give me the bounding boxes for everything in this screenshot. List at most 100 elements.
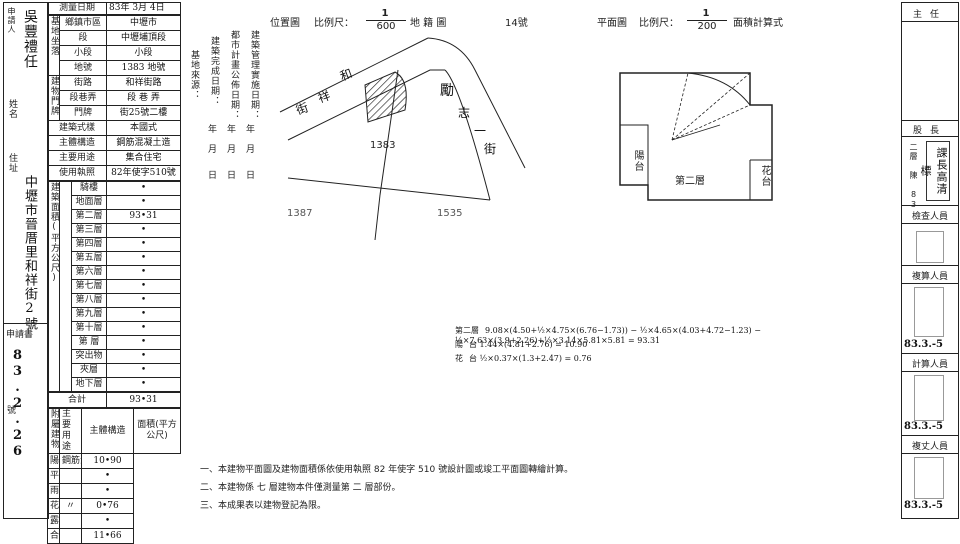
annex-value: 11•66 <box>81 528 134 544</box>
floor-value: • <box>106 335 181 350</box>
applicant-label: 申請人 <box>7 7 16 34</box>
floor-label: 第三層 <box>71 223 107 238</box>
floor-value: • <box>106 237 181 252</box>
floor-label: 騎樓 <box>71 181 107 196</box>
ymd-month: 月月月 <box>208 145 256 155</box>
floor-label: 第八層 <box>71 293 107 308</box>
total-value: 93•31 <box>106 392 181 408</box>
address-value: 中壢市晉厝里和祥街2號 <box>22 175 37 331</box>
annex-row: 花台〃0•76 <box>47 498 181 514</box>
info-value: 和祥街路 <box>106 75 181 91</box>
floor-row: 第三層• <box>48 223 181 238</box>
location-map-drawing <box>279 37 526 240</box>
doc-no-label: 號 <box>7 406 17 416</box>
survey-document: 申請人 吳豐禮任 姓名 住址 中壢市晉厝里和祥街2號 申請書 83.2.26 號… <box>3 2 959 544</box>
formula-text: 9.08×(4.50+½×4.75×(6.76−1.73)) − ½×4.65×… <box>455 326 761 345</box>
floor-plan-scale-num: 1 <box>702 8 710 19</box>
arc-chord <box>687 72 751 106</box>
notes: 一、本建物平面圖及建物面積係依使用執照 82 年使字 510 號設計圖或竣工平面… <box>200 462 860 516</box>
annex-struct: 鋼筋混凝土造 <box>59 453 82 469</box>
date-label-3: 建築完成日期： <box>209 36 219 106</box>
floor-label: 第二層 <box>71 209 107 224</box>
formula-label: 陽 <box>455 340 463 349</box>
road-edge-right <box>427 37 526 169</box>
info-label: 建築式樣 <box>47 120 107 136</box>
floor-row: 第八層• <box>48 293 181 308</box>
road-label-jie2: 街 <box>484 142 497 156</box>
road-label-li: 勵 <box>440 83 454 99</box>
location-scale-num: 1 <box>381 8 389 19</box>
total-row: 合計 93•31 <box>47 392 181 408</box>
annex-head-use: 主要用途 <box>59 408 82 454</box>
formula-label: 第二層 <box>455 326 479 335</box>
address-label: 住址 <box>7 153 17 173</box>
info-row: 建築式樣本國式 <box>47 120 181 136</box>
location-map-title: 位置圖 <box>270 18 300 29</box>
info-row: 主要用途集合住宅 <box>47 150 181 166</box>
floor-plan-room: 第二層 <box>675 176 705 187</box>
location-scale-den: 600 <box>376 21 396 32</box>
annex-head-struct: 主體構造 <box>81 408 134 454</box>
floor-value: 93•31 <box>106 209 181 224</box>
info-value: 本國式 <box>106 120 181 136</box>
info-label: 鄉鎮市區 <box>59 15 107 31</box>
annex-label: 露台 <box>47 513 60 529</box>
note-3: 三、本成果表以建物登記為限。 <box>200 501 327 511</box>
date-label-4: 基地來源： <box>189 50 199 100</box>
floor-label: 地面層 <box>71 195 107 210</box>
info-value: 82年使字510號 <box>106 165 181 181</box>
apply-date-label: 申請書 <box>6 330 34 340</box>
floor-value: • <box>106 321 181 336</box>
owner-label: 姓名 <box>7 99 17 119</box>
info-label: 地號 <box>59 60 107 76</box>
info-value: 集合住宅 <box>106 150 181 166</box>
info-label: 街路 <box>59 75 107 91</box>
annex-label: 平台 <box>47 468 60 484</box>
info-value: 1383 地號 <box>106 60 181 76</box>
floor-label: 第七層 <box>71 279 107 294</box>
floor-plan-planter: 花台 <box>759 165 770 187</box>
floor-label: 第 層 <box>71 335 107 350</box>
survey-date-row: 測量日期 83年 3月 4日 <box>46 2 182 15</box>
annex-value: • <box>81 483 134 499</box>
date-label-2: 都市計畫公佈日期： <box>229 30 239 120</box>
info-label: 門牌 <box>59 105 107 121</box>
survey-date-value: 83年 3月 4日 <box>106 2 182 15</box>
parcel-left: 1387 <box>287 208 313 219</box>
map-sheet-number: 14號 <box>505 18 528 29</box>
floor-label: 第五層 <box>71 251 107 266</box>
left-margin: 申請人 吳豐禮任 姓名 住址 中壢市晉厝里和祥街2號 申請書 83.2.26 號 <box>3 2 49 519</box>
formula-text: 台 ½×0.37×(1.3+2.47) = 0.76 <box>469 354 592 363</box>
floor-row: 建築面積(平方公尺)騎樓• <box>47 181 181 392</box>
floor-row: 第四層• <box>48 237 181 252</box>
annex-label: 合計 <box>47 528 60 544</box>
floor-value: • <box>106 251 181 266</box>
formula-label: 花 <box>455 354 463 363</box>
annex-group-label: 附屬建物 <box>47 408 60 454</box>
info-value: 鋼筋混凝土造 <box>106 135 181 151</box>
road-edge-lower <box>287 69 445 141</box>
floor-value: • <box>106 181 181 196</box>
ymd-day: 日日日 <box>208 171 256 181</box>
annex-value: 10•90 <box>81 453 134 469</box>
annex-head-area: 面積(平方公尺) <box>133 408 181 454</box>
cadastral-map-label: 地 籍 圖 <box>410 18 447 29</box>
info-label: 小段 <box>59 45 107 61</box>
info-value: 街25號二樓 <box>106 105 181 121</box>
area-spacer <box>59 181 72 392</box>
road-label-zhi: 志 <box>458 106 471 120</box>
parcel-main: 1383 <box>370 140 396 151</box>
floor-label: 第六層 <box>71 265 107 280</box>
annex-struct <box>59 483 82 499</box>
section-chief-label: 股長 <box>912 126 947 136</box>
floor-value: • <box>106 265 181 280</box>
annex-row: 合計 11•66 <box>47 528 181 544</box>
floor-plan-drawing <box>619 72 773 201</box>
annex-struct <box>59 468 82 484</box>
drafter-label: 複丈人員 <box>911 442 948 452</box>
calculator-label: 計算人員 <box>911 360 948 370</box>
parcel-right: 1535 <box>437 208 463 219</box>
